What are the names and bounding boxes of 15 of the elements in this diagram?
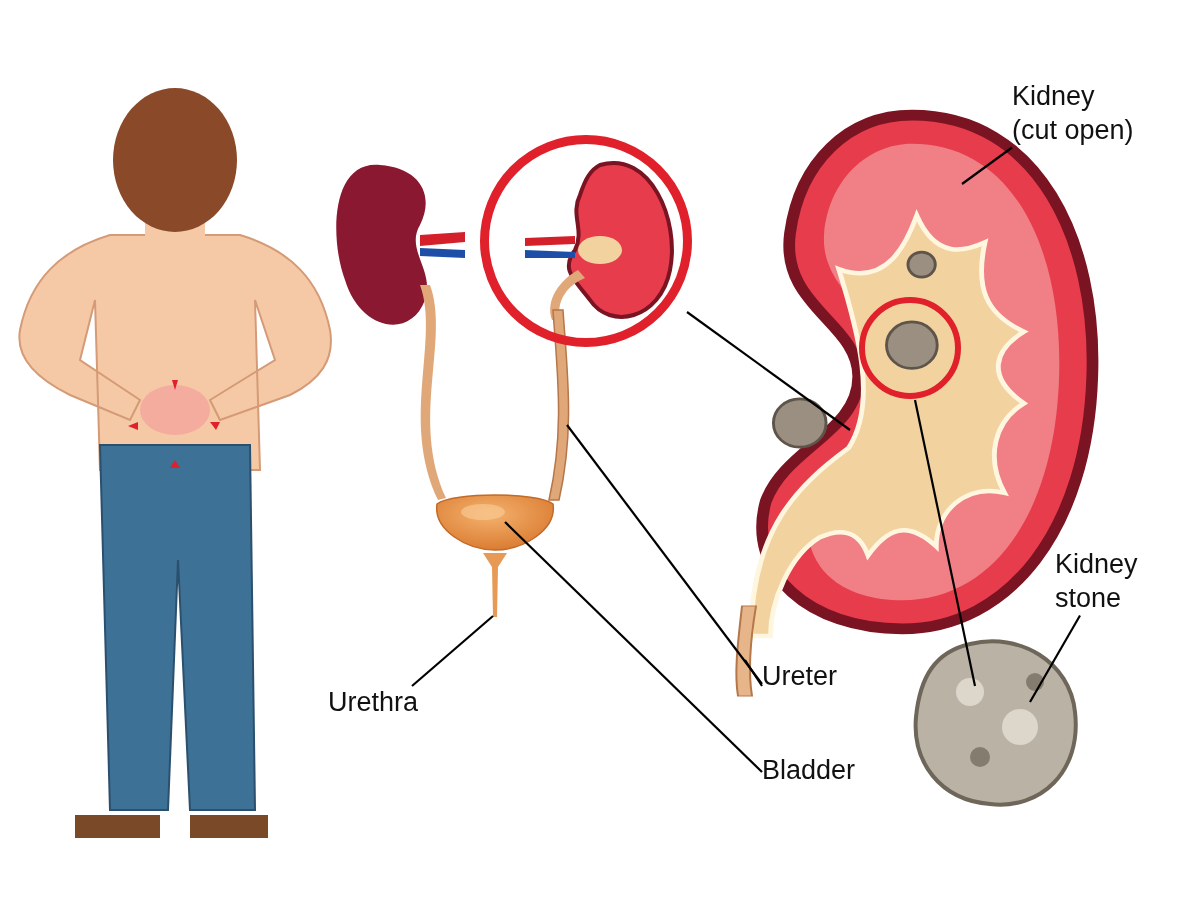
leader-line bbox=[1029, 614, 1081, 703]
urethra-tube bbox=[483, 553, 507, 617]
part-label: Bladder bbox=[762, 754, 882, 788]
part-label: Kidney (cut open) bbox=[1012, 80, 1147, 148]
leader-line bbox=[913, 399, 977, 687]
highlight-circle bbox=[479, 134, 693, 348]
leader-line bbox=[744, 659, 763, 687]
part-label: Kidney stone bbox=[1055, 548, 1165, 616]
leader-line bbox=[411, 615, 494, 687]
leader-line bbox=[961, 146, 1013, 185]
part-label: Urethra bbox=[328, 686, 438, 720]
leader-line bbox=[504, 521, 763, 773]
leader-line bbox=[686, 311, 851, 431]
highlight-circle bbox=[858, 296, 962, 400]
part-label: Ureter bbox=[762, 660, 852, 694]
